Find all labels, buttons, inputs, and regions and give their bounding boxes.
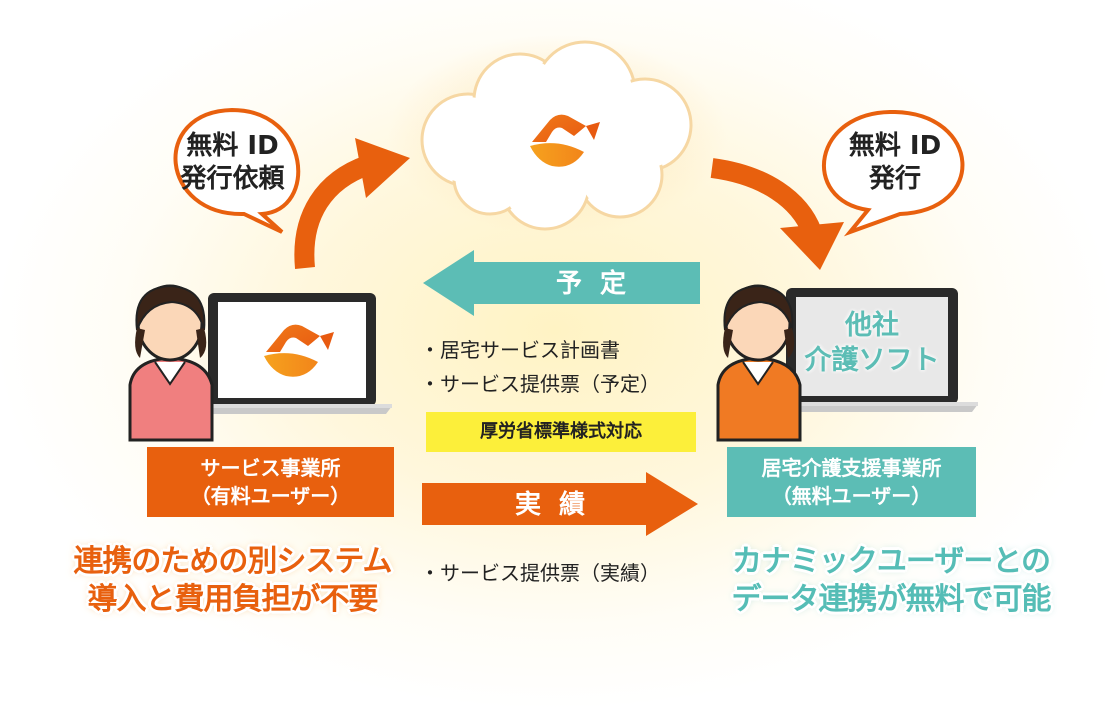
right-tagline-line1: カナミックユーザーとの [731,544,1051,579]
right-bubble-text: 無料 ID 発行 [820,130,970,196]
actual-arrow-label: 実績 [514,490,603,520]
actual-arrow [422,472,698,536]
left-bubble-text: 無料 ID 発行依頼 [160,130,305,196]
care-support-type: （無料ユーザー） [771,484,932,508]
left-tagline-line2: 導入と費用負担が不要 [87,582,379,617]
right-tagline: カナミックユーザーとの データ連携が無料で可能 [706,543,1076,619]
other-software-line1: 他社 [845,310,899,341]
request-arrow [294,138,410,269]
actual-item: サービス提供票（実績） [420,556,720,590]
schedule-arrow-label: 予定 [555,269,644,299]
left-bubble-line1: 無料 ID [186,131,279,161]
left-speech-bubble [173,107,301,234]
left-tagline-line1: 連携のための別システム [73,544,392,579]
right-laptop [774,288,978,412]
schedule-arrow [423,250,700,316]
left-tagline: 連携のための別システム 導入と費用負担が不要 [35,543,430,619]
left-person-avatar [128,284,214,442]
cloud [388,35,728,235]
schedule-item: サービス提供票（予定） [420,367,720,401]
laptop-logo-icon [264,324,334,377]
kanamic-logo-icon [530,114,600,167]
schedule-items-list: 居宅サービス計画書 サービス提供票（予定） [420,333,720,401]
service-provider-type: （有料ユーザー） [190,484,351,508]
schedule-item: 居宅サービス計画書 [420,333,720,367]
right-bubble-line2: 発行 [868,164,921,194]
actual-items-list: サービス提供票（実績） [420,556,720,590]
right-bubble-line1: 無料 ID [848,131,942,161]
standard-format-badge: 厚労省標準様式対応 [426,412,696,452]
other-software-label: 他社 介護ソフト [796,308,948,378]
right-tagline-line2: データ連携が無料で可能 [731,582,1052,617]
issue-arrow [710,158,844,270]
care-support-name: 居宅介護支援事業所 [761,456,942,480]
left-bubble-line2: 発行依頼 [180,164,285,194]
care-support-box: 居宅介護支援事業所 （無料ユーザー） [727,447,976,517]
right-speech-bubble [821,109,965,237]
right-person-avatar [716,284,802,442]
service-provider-name: サービス事業所 [200,456,341,480]
service-provider-box: サービス事業所 （有料ユーザー） [147,447,394,517]
left-laptop [196,293,392,414]
other-software-line2: 介護ソフト [804,345,940,376]
